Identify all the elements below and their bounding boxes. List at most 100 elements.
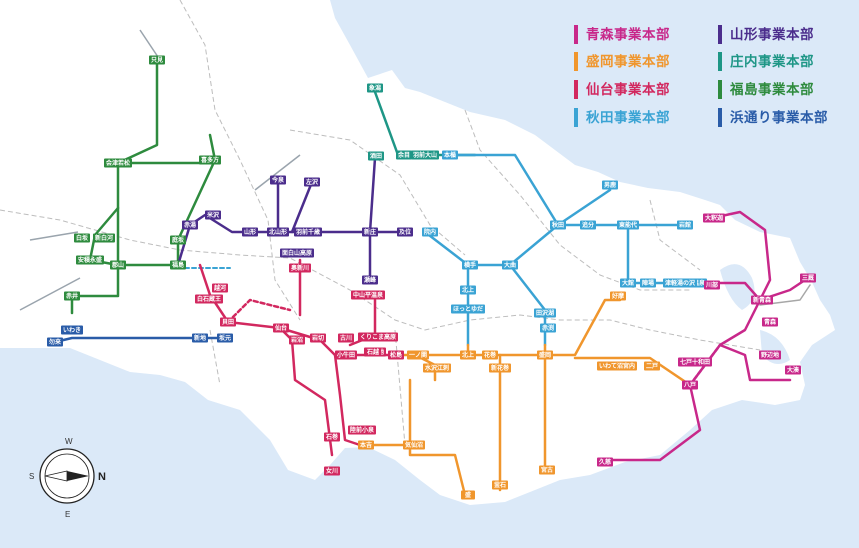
station-box — [678, 357, 712, 367]
station-label: 気仙沼 — [405, 441, 423, 449]
station-label: 古川 — [340, 334, 352, 342]
station-box — [182, 220, 198, 230]
station-label: 二戸 — [646, 362, 658, 370]
station-label: 三厩 — [802, 274, 814, 282]
station-label: 赤渕 — [542, 324, 554, 332]
legend-label: 浜通り事業本部 — [730, 110, 828, 126]
station-s41: 岩館 — [677, 220, 693, 230]
station-label: 松島 — [390, 351, 402, 359]
station-box — [682, 380, 698, 390]
station-box — [751, 295, 773, 305]
legend-label: 仙台事業本部 — [586, 82, 670, 98]
station-s54: 八戸 — [682, 380, 698, 390]
station-label: いわき — [63, 326, 81, 334]
station-box — [61, 325, 83, 335]
station-s63: 北上 — [460, 350, 476, 360]
station-s11: いわき — [61, 325, 83, 335]
station-s66: 新花巻 — [489, 363, 511, 373]
compass-n-label: N — [98, 471, 106, 483]
station-label: 勿来 — [48, 338, 62, 346]
station-label: 青森 — [764, 318, 777, 326]
station-label: 七戸十和田 — [680, 358, 710, 366]
compass-s-label: S — [29, 472, 34, 481]
station-box — [460, 285, 476, 295]
station-label: 会津若松 — [106, 159, 130, 167]
station-s56: 二戸 — [644, 361, 660, 371]
station-s47: 大釈迦 — [703, 213, 725, 223]
station-s22: 新庄 — [362, 227, 378, 237]
station-label: 只見 — [151, 56, 163, 64]
legend-swatch — [718, 52, 722, 71]
station-label: 貝田 — [222, 318, 234, 326]
station-box — [492, 480, 508, 490]
station-box — [335, 350, 357, 360]
station-box — [304, 177, 320, 187]
station-label: 中山平温泉 — [353, 291, 384, 299]
station-label: 横手 — [464, 261, 476, 269]
station-label: 好摩 — [611, 292, 625, 300]
station-s5: 新白河 — [93, 233, 115, 243]
station-label: 大曲 — [504, 261, 516, 269]
station-s71: 釜石 — [492, 480, 508, 490]
station-box — [205, 210, 221, 220]
station-s20: 今泉 — [270, 175, 286, 185]
station-s55: 久慈 — [597, 457, 613, 467]
station-label: 新庄 — [364, 228, 376, 236]
station-box — [170, 260, 186, 270]
station-label: 本楯 — [444, 151, 456, 159]
station-box — [534, 308, 556, 318]
legend-label: 秋田事業本部 — [586, 110, 670, 126]
station-box — [597, 457, 613, 467]
station-s83: 松島 — [388, 350, 404, 360]
station-box — [423, 363, 451, 373]
station-s3: 喜多方 — [199, 155, 221, 165]
land-mass — [0, 0, 835, 505]
station-box — [195, 294, 223, 304]
station-box — [365, 347, 381, 357]
station-s16: 赤湯 — [182, 220, 198, 230]
legend-swatch — [574, 25, 578, 44]
station-s37: 秋田 — [550, 220, 566, 230]
station-box — [785, 365, 801, 375]
station-s35: 大曲 — [502, 260, 518, 270]
station-s23: 余目 — [396, 150, 412, 160]
compass: W S N E — [29, 437, 106, 519]
station-label: 羽前千歳 — [296, 228, 320, 236]
station-box — [348, 425, 376, 435]
station-label: 左沢 — [305, 178, 319, 186]
station-label: 北上 — [462, 351, 474, 359]
station-box — [220, 317, 236, 327]
station-box — [273, 323, 289, 333]
station-label: 本吉 — [360, 441, 372, 449]
station-box — [580, 220, 596, 230]
station-s33: 院内 — [422, 227, 438, 237]
station-label: 田沢湖 — [536, 309, 554, 317]
station-label: 花巻 — [484, 351, 496, 359]
station-box — [537, 350, 553, 360]
station-label: 岩館 — [678, 221, 691, 229]
station-s6: 安積永盛 — [76, 255, 104, 265]
station-label: 大湊 — [787, 366, 799, 374]
station-s14: 坂元 — [217, 333, 233, 343]
station-s70: 盛 — [461, 490, 475, 500]
station-label: 象潟 — [369, 84, 381, 92]
station-label: 久慈 — [599, 458, 611, 466]
legend-label: 庄内事業本部 — [730, 54, 814, 70]
station-s29: 象潟 — [367, 83, 383, 93]
station-label: 岩沼 — [290, 336, 303, 344]
station-box — [170, 235, 186, 245]
station-box — [104, 158, 132, 168]
compass-needle-south — [44, 470, 68, 482]
station-box — [762, 317, 778, 327]
station-s28: 中山平温泉 — [351, 290, 385, 300]
station-s42: 大館 — [620, 278, 636, 288]
station-label: 八戸 — [683, 381, 696, 389]
station-label: 盛 — [465, 491, 471, 499]
station-s32: 羽前大山 — [411, 150, 439, 160]
station-s77: 小牛田 — [335, 350, 357, 360]
station-s79: 古川 — [338, 333, 354, 343]
station-label: 野辺地 — [761, 351, 779, 359]
station-box — [451, 304, 485, 314]
station-s87: 貝田 — [220, 317, 236, 327]
